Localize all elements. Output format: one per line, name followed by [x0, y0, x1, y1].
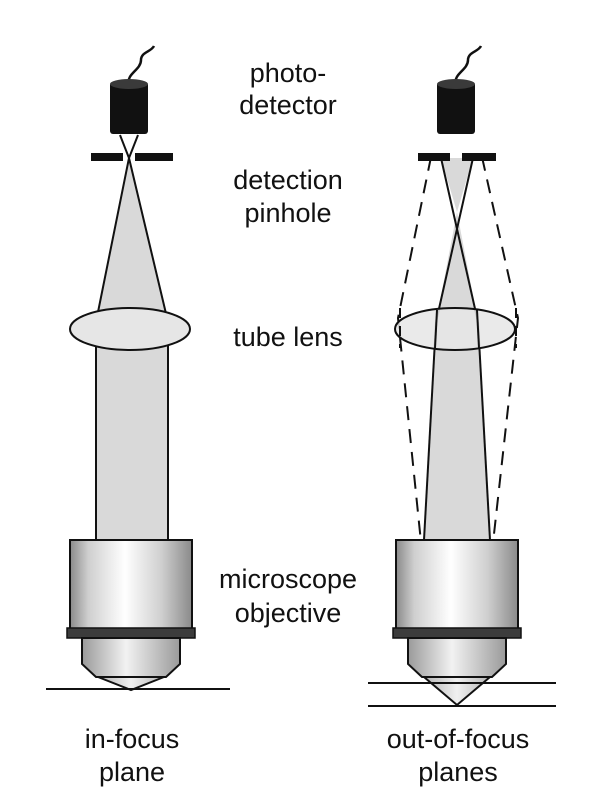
label-detection-pinhole-line1: detection: [233, 165, 343, 195]
out-of-focus-detector-cable: [454, 45, 483, 85]
label-out-of-focus-line2: planes: [418, 757, 498, 787]
in-focus-objective-ring: [66, 627, 196, 639]
out-of-focus-dashed-ray-right: [481, 156, 520, 553]
out-of-focus-photodetector: [437, 82, 475, 134]
in-focus-setup: [46, 45, 230, 692]
label-tube-lens: tube lens: [233, 322, 343, 352]
in-focus-objective-tip: [97, 676, 165, 692]
in-focus-ray-right: [128, 134, 139, 159]
in-focus-photodetector-top: [110, 79, 148, 89]
out-of-focus-objective-tip: [421, 676, 493, 707]
label-in-focus-line2: plane: [99, 757, 165, 787]
label-microscope-objective-line2: objective: [235, 598, 342, 628]
in-focus-objective-body: [69, 539, 193, 631]
in-focus-pinhole-bar-left: [91, 153, 123, 161]
out-of-focus-ray-right-lower: [477, 321, 491, 541]
in-focus-pinhole-bar-right: [135, 153, 173, 161]
out-of-focus-pinhole-bar-left: [418, 153, 450, 161]
bottom-labels: in-focus plane out-of-focus planes: [85, 724, 530, 787]
label-photo-detector-line2: detector: [239, 90, 337, 120]
in-focus-tube-lens: [69, 307, 191, 351]
out-of-focus-objective-body: [395, 539, 519, 631]
in-focus-photodetector: [110, 82, 148, 134]
out-of-focus-objective-nose: [407, 637, 507, 678]
out-of-focus-photodetector-top: [437, 79, 475, 89]
out-of-focus-ray-left-lens: [434, 309, 438, 349]
in-focus-objective-nose: [81, 637, 181, 678]
out-of-focus-tube-lens: [394, 307, 516, 351]
label-out-of-focus-line1: out-of-focus: [387, 724, 530, 754]
label-detection-pinhole-line2: pinhole: [244, 198, 331, 228]
out-of-focus-objective-ring: [392, 627, 522, 639]
label-microscope-objective-line1: microscope: [219, 564, 357, 594]
in-focus-detector-cable: [127, 45, 156, 85]
out-of-focus-ray-right-upper: [435, 157, 474, 323]
out-of-focus-pinhole-bar-right: [462, 153, 496, 161]
out-of-focus-light-beam-bottom: [424, 212, 490, 540]
label-in-focus-line1: in-focus: [85, 724, 180, 754]
out-of-focus-light-beam-top: [441, 158, 473, 212]
out-of-focus-ray-left-lower: [423, 321, 437, 541]
in-focus-ray-left: [119, 134, 130, 159]
center-labels: photo- detector detection pinhole tube l…: [219, 58, 357, 628]
label-photo-detector-line1: photo-: [250, 58, 327, 88]
out-of-focus-ray-left-upper: [440, 157, 479, 323]
out-of-focus-dashed-ray-left: [396, 156, 432, 553]
out-of-focus-ray-right-lens: [476, 309, 480, 349]
out-of-focus-setup: [368, 45, 556, 707]
